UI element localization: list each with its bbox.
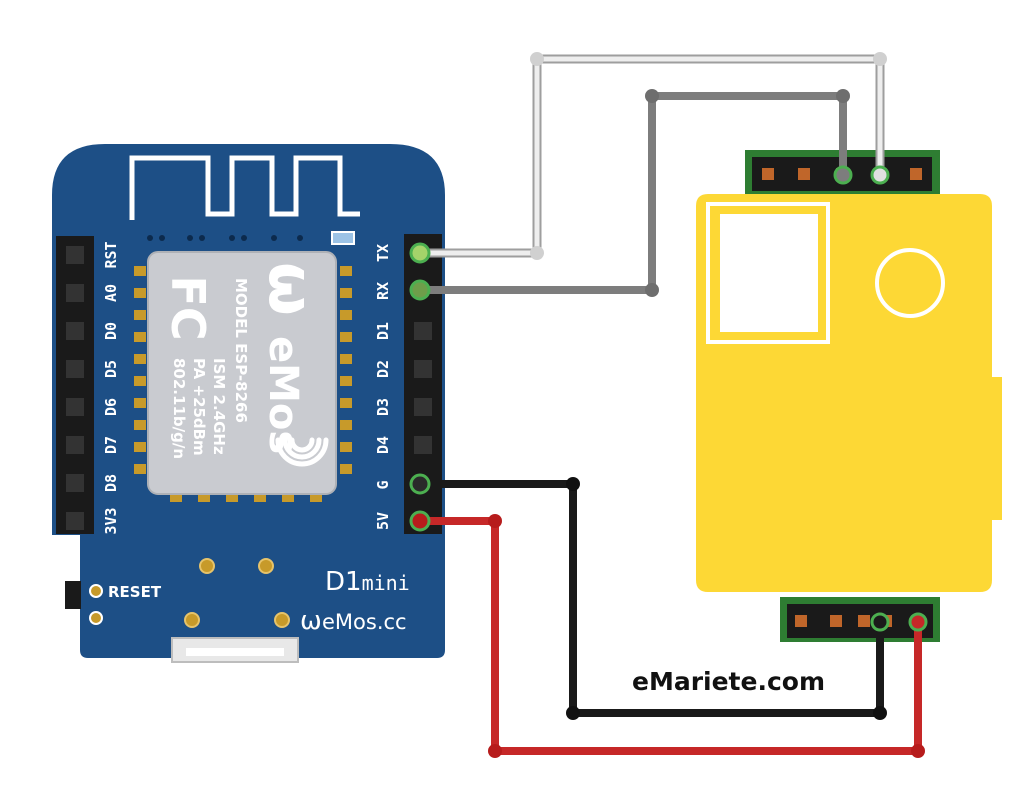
sensor-indicator-ring [875,248,945,318]
board-model-name: D1mini [325,567,410,597]
tx-connection-dot [409,242,431,264]
wemos-d1-mini-board: RST A0 D0 D5 D6 D7 D8 3V3 TX RX D1 D2 D3… [52,144,445,663]
right-header-pins [414,322,432,454]
module-line-2: ISM 2.4GHz [210,358,228,455]
pin-connection-markers [409,165,928,632]
usb-connector-slot [186,648,284,656]
wifi-signal-icon [275,437,329,467]
mounting-hole-4 [274,612,290,628]
mounting-hole-1 [199,558,215,574]
board-model-d1: D1 [325,567,362,597]
mounting-hole-3 [184,612,200,628]
pin-label-d4: D4 [374,436,392,454]
module-line-3: PA +25dBm [190,358,208,456]
g-connection-dot [409,473,431,495]
sensor-bottom-pin4-dot [870,612,890,632]
sensor-window [720,214,818,332]
reset-button [65,581,81,609]
sensor-window-frame [706,202,830,344]
reset-label: RESET [108,583,162,601]
wemos-logo-w: ω [255,262,328,316]
pin-label-d5: D5 [102,360,120,378]
pin-label-a0: A0 [102,284,120,302]
fcc-mark: FC [161,275,215,340]
reset-pad-1 [89,584,103,598]
pin-label-d2: D2 [374,360,392,378]
pin-label-tx: TX [374,244,392,262]
esp8266-module-shield [147,251,337,495]
pin-label-5v: 5V [374,512,392,530]
right-pin-labels: TX RX D1 D2 D3 D4 G 5V [374,244,392,530]
co2-sensor-module [696,150,1002,642]
pin-label-3v3: 3V3 [102,507,120,534]
pin-label-d3: D3 [374,398,392,416]
module-line-4: 802.11b/g/n [170,358,188,459]
brand-url: eMos.cc [322,610,407,634]
pin-label-d8: D8 [102,474,120,492]
via-dots [147,235,303,241]
antenna-trace [129,155,360,220]
credit-text: eMariete.com [632,667,825,696]
pin-label-d6: D6 [102,398,120,416]
left-pin-labels: RST A0 D0 D5 D6 D7 D8 3V3 [102,241,120,534]
pin-label-rst: RST [102,241,120,268]
reset-pad-2 [89,611,103,625]
rx-connection-dot [409,279,431,301]
pin-label-rx: RX [374,282,392,300]
board-model-suffix: mini [362,571,410,595]
sensor-bottom-pin5-dot [908,612,928,632]
sensor-top-pin3-dot [833,165,853,185]
module-text: FC MODEL ESP-8266 ISM 2.4GHz PA +25dBm 8… [161,262,328,459]
sensor-top-pin4-dot [870,165,890,185]
mounting-hole-2 [258,558,274,574]
wire-joints [488,52,925,758]
pin-label-d1: D1 [374,322,392,340]
pin-label-d0: D0 [102,322,120,340]
antenna-chip [331,231,355,245]
wemos-logo-text: eMos [260,336,306,454]
pin-label-g: G [374,480,392,489]
5v-connection-dot [409,510,431,532]
module-line-1: MODEL ESP-8266 [232,278,250,423]
brand-logo-w: ω [300,606,322,636]
pin-label-d7: D7 [102,436,120,454]
left-header-pins [66,246,84,530]
